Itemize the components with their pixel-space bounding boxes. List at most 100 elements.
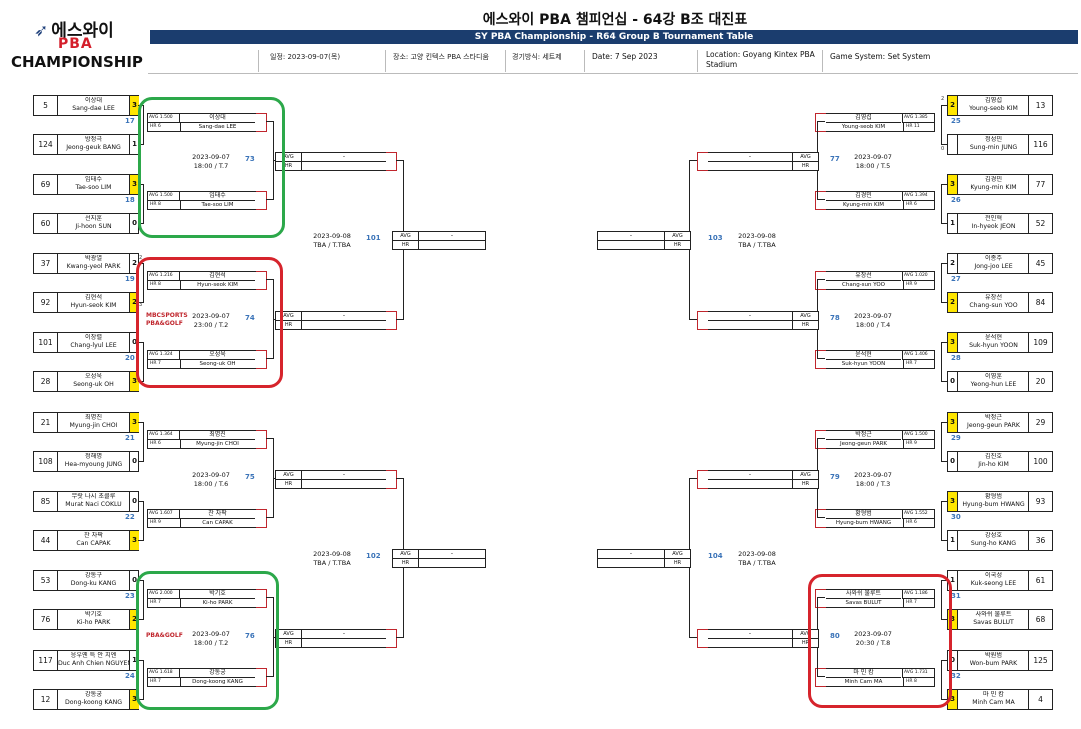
- logo-pba: PBA: [58, 36, 93, 52]
- player-name-kr: 김현석: [84, 294, 103, 301]
- bracket-line: [689, 318, 697, 320]
- card-name-en: Kyung-min KIM: [842, 202, 884, 208]
- info-location-line-2: Stadium: [706, 60, 738, 69]
- match-time: 18:00 / T.2: [193, 638, 229, 647]
- card-name-kr: 임태수: [180, 192, 255, 201]
- slot-hr: HR: [792, 320, 818, 329]
- player-score: 1: [948, 214, 958, 233]
- match-time: TBA / T.TBA: [313, 559, 351, 567]
- bracket-line: [941, 422, 942, 462]
- card-score-tab: [815, 430, 826, 449]
- match-date: 2023-09-08: [313, 232, 351, 241]
- card-score-tab: [815, 350, 826, 369]
- slot-name: -: [708, 630, 792, 639]
- player-seed: 28: [34, 372, 58, 391]
- player-score: 2: [129, 254, 139, 273]
- highlight-red: [808, 574, 952, 708]
- divider: [697, 50, 698, 72]
- card-name-kr: 강동궁: [180, 669, 255, 678]
- match-number: 102: [366, 552, 381, 560]
- player-name-kr: 사와쉬 불루트: [975, 611, 1012, 618]
- match-number: 19: [125, 275, 135, 283]
- player-score: 3: [129, 413, 139, 432]
- slot-hr: HR: [276, 162, 302, 170]
- player-name-en: Dong-koong KANG: [65, 699, 122, 706]
- slot-avg: AVG: [276, 629, 302, 639]
- bracket-line: [941, 144, 947, 145]
- player-name-en: Young-seob KIM: [969, 105, 1018, 112]
- card-avg: AVG 1.385: [902, 114, 934, 123]
- card-name-en: Sang-dae LEE: [198, 124, 237, 130]
- card-score-tab: [815, 113, 826, 132]
- slot-avg: AVG: [792, 629, 818, 639]
- match-number: 21: [125, 434, 135, 442]
- player-name-en: Kwang-yeol PARK: [66, 263, 121, 270]
- match-time: TBA / T.TBA: [313, 241, 351, 250]
